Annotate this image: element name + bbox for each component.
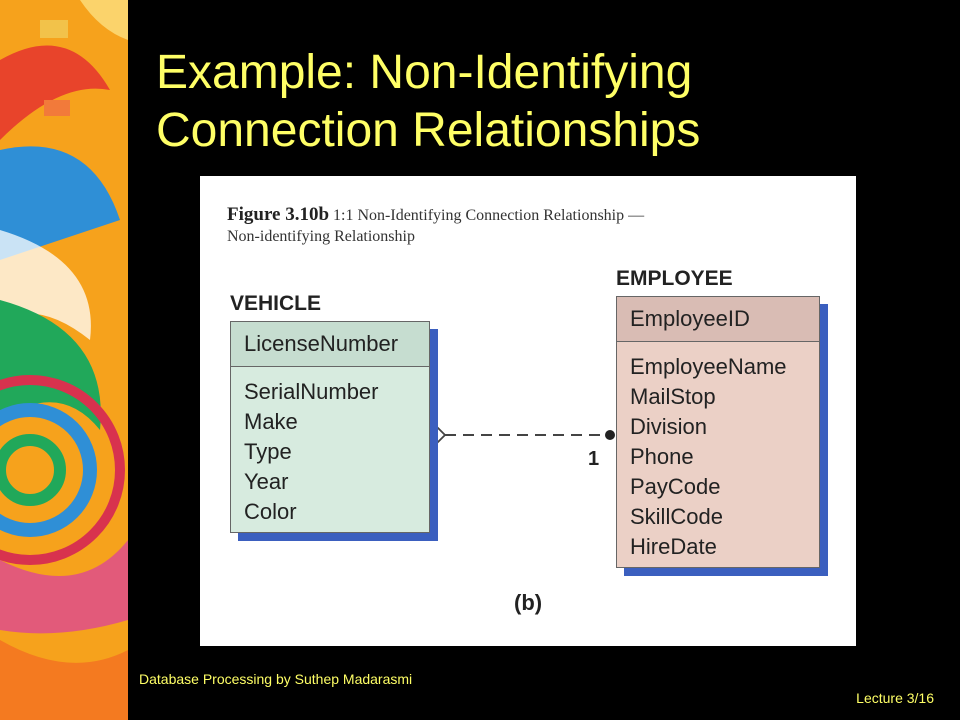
employee-attribute: HireDate	[630, 534, 717, 559]
vehicle-attribute-list: SerialNumber Make Type Year Color	[231, 367, 429, 527]
vehicle-entity: LicenseNumber SerialNumber Make Type Yea…	[230, 321, 430, 533]
employee-attribute: PayCode	[630, 474, 721, 499]
footer-author: Database Processing by Suthep Madarasmi	[139, 671, 413, 687]
figure-caption-line-1: 1:1 Non-Identifying Connection Relations…	[333, 207, 645, 224]
slide-title: Example: Non-Identifying Connection Rela…	[156, 44, 936, 160]
figure-caption-line-2: Non-identifying Relationship	[227, 228, 415, 245]
employee-attribute: SkillCode	[630, 504, 723, 529]
employee-attribute: Division	[630, 414, 708, 439]
vehicle-attribute: Color	[244, 499, 297, 524]
employee-attribute-list: EmployeeName MailStop Division Phone Pay…	[617, 342, 819, 562]
employee-attribute: EmployeeName	[630, 354, 787, 379]
employee-attribute: MailStop	[630, 384, 716, 409]
employee-key-attribute: EmployeeID	[617, 297, 819, 342]
figure-number: Figure 3.10b	[227, 204, 330, 225]
employee-entity-name: EMPLOYEE	[616, 267, 733, 290]
vehicle-key-attribute: LicenseNumber	[231, 322, 429, 367]
figure-part-label: (b)	[514, 590, 543, 615]
vehicle-attribute: SerialNumber	[244, 379, 379, 404]
figure-panel: Figure 3.10b 1:1 Non-Identifying Connect…	[200, 176, 856, 646]
slide-title-line-2: Connection Relationships	[156, 104, 701, 157]
vehicle-entity-name: VEHICLE	[230, 292, 322, 315]
mandatory-dot-icon	[605, 430, 615, 440]
footer-page-number: Lecture 3/16	[856, 690, 934, 706]
employee-attribute: Phone	[630, 444, 694, 469]
slide-title-line-1: Example: Non-Identifying	[156, 46, 693, 99]
cardinality-label: 1	[588, 448, 600, 470]
employee-entity: EmployeeID EmployeeName MailStop Divisio…	[616, 296, 820, 568]
decorative-art-strip	[0, 0, 128, 720]
relationship-connector	[427, 425, 615, 445]
vehicle-attribute: Make	[244, 409, 298, 434]
abstract-painting-image	[0, 0, 128, 720]
vehicle-attribute: Year	[244, 469, 289, 494]
optional-diamond-icon	[427, 425, 447, 445]
figure-caption: Figure 3.10b 1:1 Non-Identifying Connect…	[227, 204, 827, 247]
vehicle-attribute: Type	[244, 439, 292, 464]
